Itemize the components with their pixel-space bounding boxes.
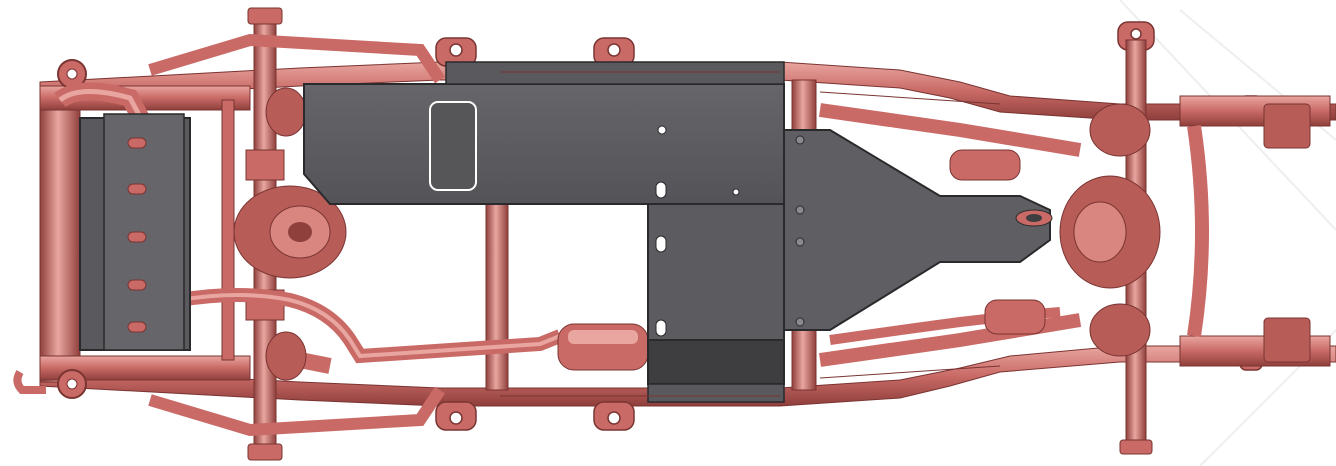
skid-plates [79,61,1053,403]
rear-axle [819,39,1331,455]
lower-center-skid-plate [647,203,785,403]
transmission-skid-plate [303,61,785,205]
front-skid-plate [79,113,191,351]
front-crossmember [39,85,81,383]
access-cutout [429,101,477,191]
exhaust-system [178,288,649,371]
transfer-case-skid-plate [783,129,1053,331]
frame-details [500,71,1001,397]
